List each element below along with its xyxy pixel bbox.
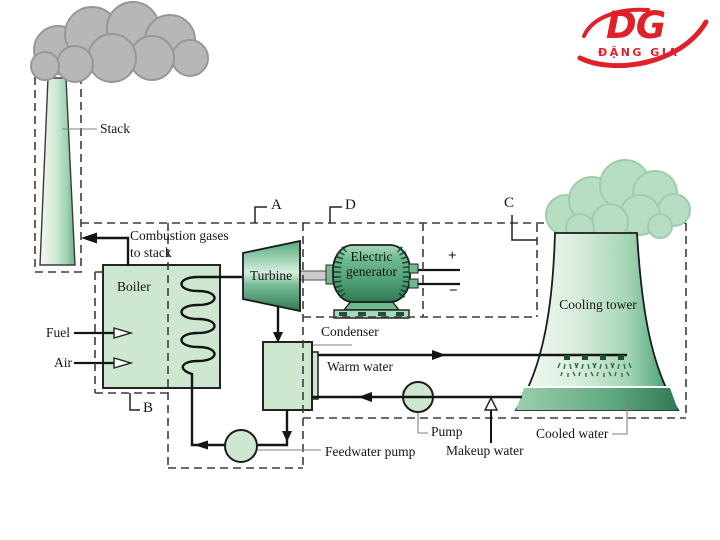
generator-base-plate <box>333 309 410 319</box>
feedwater-arrow <box>194 440 208 450</box>
boundary-c-label: C <box>504 195 515 211</box>
smoke-cloud <box>30 1 209 83</box>
stack-label: Stack <box>100 121 130 136</box>
logo-monogram: DG <box>606 4 666 47</box>
condenser-box <box>262 341 313 411</box>
fuel-arrow <box>74 327 134 339</box>
bracket-d <box>329 206 342 223</box>
combustion-gases-label-line2: to stack <box>130 245 172 260</box>
cooled-water-label: Cooled water <box>536 426 609 441</box>
warm-water-arrow <box>432 350 446 360</box>
boundary-brackets <box>129 206 537 411</box>
generator-terminal-top <box>408 263 419 274</box>
pump-pointer <box>417 413 428 434</box>
turbine-body <box>242 239 301 313</box>
makeup-water-label: Makeup water <box>446 443 524 458</box>
logo-swoosh <box>577 7 709 69</box>
warm-water-label: Warm water <box>327 359 394 374</box>
bracket-a <box>254 206 267 223</box>
generator-label-line2: generator <box>346 264 397 279</box>
makeup-water-arrow <box>483 396 499 411</box>
cooled-water-pointer <box>612 396 628 435</box>
logo-name: ĐẶNG GIA <box>598 46 680 59</box>
condenser-label: Condenser <box>321 324 379 339</box>
combustion-gas-line <box>86 236 130 266</box>
boundary-b-label: B <box>143 400 154 416</box>
boundary-a-label: A <box>271 197 282 213</box>
condensate-arrow <box>282 431 292 442</box>
generator-hatch-right <box>396 246 410 301</box>
cooled-water-arrow <box>358 392 372 402</box>
cooling-tower-water <box>516 388 678 410</box>
boiler-box <box>102 264 221 389</box>
generator-hatch-left <box>334 246 348 301</box>
system-boundaries <box>34 69 687 469</box>
condensate-line <box>258 410 289 447</box>
feedwater-pump-circle <box>224 429 258 463</box>
stack-chimney <box>39 77 76 266</box>
bracket-c <box>511 215 537 241</box>
generator-terminal-bottom <box>408 278 419 289</box>
cooling-tower-body <box>514 232 680 411</box>
plus-terminal-label: + <box>448 248 457 264</box>
vapor-cloud <box>545 159 691 243</box>
boiler-label: Boiler <box>117 279 151 294</box>
boiler-coil <box>180 275 242 447</box>
bracket-b <box>129 393 140 411</box>
turbine-label: Turbine <box>249 268 293 283</box>
dang-gia-logo: DG ĐẶNG GIA <box>572 4 716 72</box>
turbine-exhaust-arrow <box>273 332 283 343</box>
pump-label: Pump <box>431 424 463 439</box>
label-pointers <box>62 128 628 451</box>
generator-feet <box>339 312 404 316</box>
fuel-label: Fuel <box>46 325 71 340</box>
generator-label-line1: Electric <box>350 249 393 264</box>
air-label: Air <box>54 355 72 370</box>
combustion-gases-label-line1: Combustion gases <box>130 228 229 243</box>
combustion-gas-arrow <box>81 232 97 244</box>
cooling-tower-label: Cooling tower <box>559 297 637 312</box>
feedwater-pump-label: Feedwater pump <box>325 444 416 459</box>
boundary-stack-box <box>34 69 82 273</box>
minus-terminal-label: − <box>449 283 458 299</box>
boundary-d-label: D <box>345 197 356 213</box>
electric-generator <box>332 244 460 319</box>
